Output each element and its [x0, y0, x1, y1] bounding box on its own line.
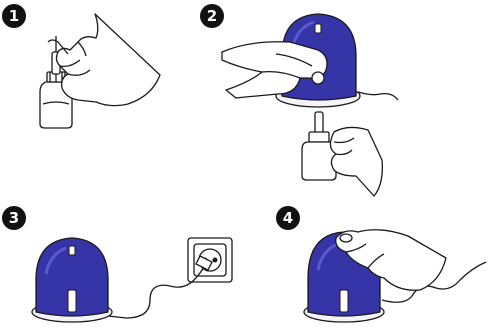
step-4-panel: 4	[276, 206, 486, 322]
wall-socket-icon	[188, 238, 232, 282]
hand-icon	[48, 14, 160, 106]
step-1-number: 1	[9, 7, 19, 25]
step-2-panel: 2	[200, 4, 398, 196]
power-cord-icon	[358, 92, 398, 100]
step-2-number: 2	[207, 7, 217, 25]
hand-icon	[330, 127, 382, 196]
step-3-panel: 3	[2, 206, 232, 322]
step-1-badge: 1	[2, 4, 26, 28]
step-2-badge: 2	[200, 4, 224, 28]
step-1-panel: 1	[2, 4, 160, 128]
step-3-badge: 3	[2, 206, 26, 230]
diffuser-icon	[32, 238, 112, 322]
step-4-number: 4	[283, 209, 293, 227]
step-3-number: 3	[9, 209, 19, 227]
step-4-badge: 4	[276, 206, 300, 230]
